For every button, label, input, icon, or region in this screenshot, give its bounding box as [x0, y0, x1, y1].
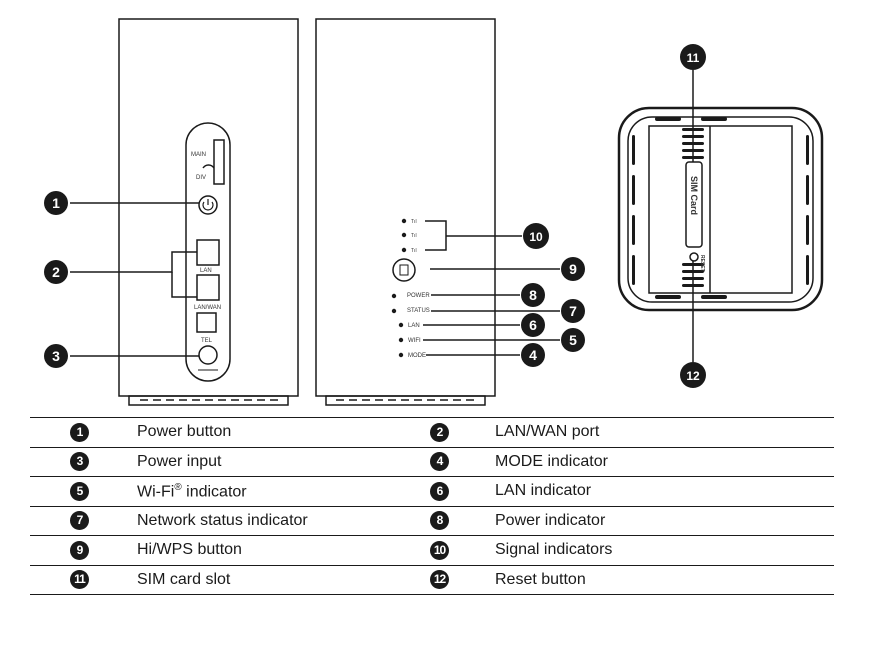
- legend-badge: 1: [70, 422, 89, 442]
- svg-text:8: 8: [529, 287, 537, 303]
- svg-text:9: 9: [569, 261, 577, 277]
- legend-row: 5 Wi-Fi® indicator 6 LAN indicator: [30, 476, 834, 507]
- callout-1: 1: [44, 191, 68, 215]
- indicator-label-status: STATUS: [407, 308, 430, 314]
- legend-label: LAN/WAN port: [450, 417, 834, 448]
- legend-row: 1 Power button 2 LAN/WAN port: [30, 417, 834, 448]
- power-input[interactable]: [198, 345, 218, 365]
- legend-badge: 7: [70, 511, 89, 531]
- svg-text:Tıl: Tıl: [411, 219, 417, 225]
- svg-text:1: 1: [52, 195, 60, 211]
- callout-3: 3: [44, 344, 68, 368]
- svg-text:Tıl: Tıl: [411, 233, 417, 239]
- callout-11: 11: [680, 44, 706, 70]
- legend-label: Network status indicator: [90, 506, 429, 536]
- callout-2: 2: [44, 260, 68, 284]
- indicator-label-wifi: WIFI: [408, 338, 421, 344]
- legend-badge: 10: [430, 540, 449, 560]
- legend-badge: 5: [70, 481, 89, 501]
- wps-button[interactable]: [392, 258, 416, 282]
- reset-button[interactable]: [689, 252, 699, 262]
- legend-row: 7 Network status indicator 8 Power indic…: [30, 506, 834, 536]
- legend-label: Wi-Fi® indicator: [90, 476, 429, 507]
- router-diagram: MAIN DIV LAN LAN/WAN TEL POWER STATUS LA…: [44, 18, 824, 406]
- svg-text:4: 4: [529, 347, 537, 363]
- svg-text:5: 5: [569, 332, 577, 348]
- legend-badge: 12: [430, 570, 449, 590]
- svg-text:2: 2: [52, 264, 60, 280]
- svg-text:Tıl: Tıl: [411, 248, 417, 254]
- svg-text:3: 3: [52, 348, 60, 364]
- lan-wan-label: LAN/WAN: [194, 305, 221, 311]
- indicator-label-power: POWER: [407, 293, 430, 299]
- legend-label: SIM card slot: [90, 565, 429, 595]
- legend-badge: 4: [430, 452, 449, 472]
- div-label: DIV: [196, 175, 206, 181]
- indicator-leds: [391, 218, 407, 358]
- callout-6: 6: [521, 313, 545, 337]
- lan-wan-port[interactable]: [196, 274, 220, 301]
- legend-row: 11 SIM card slot 12 Reset button: [30, 565, 834, 595]
- vent-pattern: [632, 117, 809, 299]
- indicator-label-lan: LAN: [408, 323, 420, 329]
- legend-badge: 9: [70, 540, 89, 560]
- router-back-view: [70, 18, 299, 406]
- legend-label: Hi/WPS button: [90, 535, 429, 566]
- callout-8: 8: [521, 283, 545, 307]
- callout-7: 7: [561, 299, 585, 323]
- svg-text:12: 12: [686, 369, 700, 383]
- callout-4: 4: [521, 343, 545, 367]
- callout-10: 10: [523, 223, 549, 249]
- indicator-label-mode: MODE: [408, 353, 426, 359]
- legend-row: 9 Hi/WPS button 10 Signal indicators: [30, 535, 834, 566]
- callout-5: 5: [561, 328, 585, 352]
- svg-text:10: 10: [529, 230, 543, 244]
- legend-badge: 6: [430, 481, 449, 501]
- legend-badge: 11: [70, 570, 89, 590]
- svg-text:6: 6: [529, 317, 537, 333]
- legend-badge: 3: [70, 452, 89, 472]
- callout-12: 12: [680, 362, 706, 388]
- power-button[interactable]: [198, 195, 218, 215]
- legend-badge: 8: [430, 511, 449, 531]
- legend-row: 3 Power input 4 MODE indicator: [30, 447, 834, 477]
- legend-label: Power button: [90, 417, 429, 448]
- callout-9: 9: [561, 257, 585, 281]
- tel-label: TEL: [201, 338, 213, 344]
- sim-card-label: SIM Card: [689, 176, 699, 215]
- router-bottom-view: [617, 70, 824, 362]
- reset-label: RESET: [699, 255, 705, 272]
- legend-label: Power input: [90, 447, 429, 477]
- legend-table: 1 Power button 2 LAN/WAN port 3 Power in…: [30, 417, 834, 595]
- svg-text:7: 7: [569, 303, 577, 319]
- legend-badge: 2: [430, 422, 449, 442]
- legend-label: Signal indicators: [450, 535, 834, 566]
- lan-label: LAN: [200, 268, 212, 274]
- legend-label: Power indicator: [450, 506, 834, 536]
- tel-port[interactable]: [196, 312, 217, 333]
- legend-label: Reset button: [450, 565, 834, 595]
- legend-label: LAN indicator: [450, 476, 834, 507]
- legend-label: MODE indicator: [450, 447, 834, 477]
- svg-text:11: 11: [687, 51, 700, 65]
- router-front-view: [315, 18, 560, 406]
- main-antenna-port: [213, 139, 225, 185]
- sim-card-slot[interactable]: [685, 161, 703, 248]
- main-label: MAIN: [191, 152, 206, 158]
- lan-port[interactable]: [196, 239, 220, 266]
